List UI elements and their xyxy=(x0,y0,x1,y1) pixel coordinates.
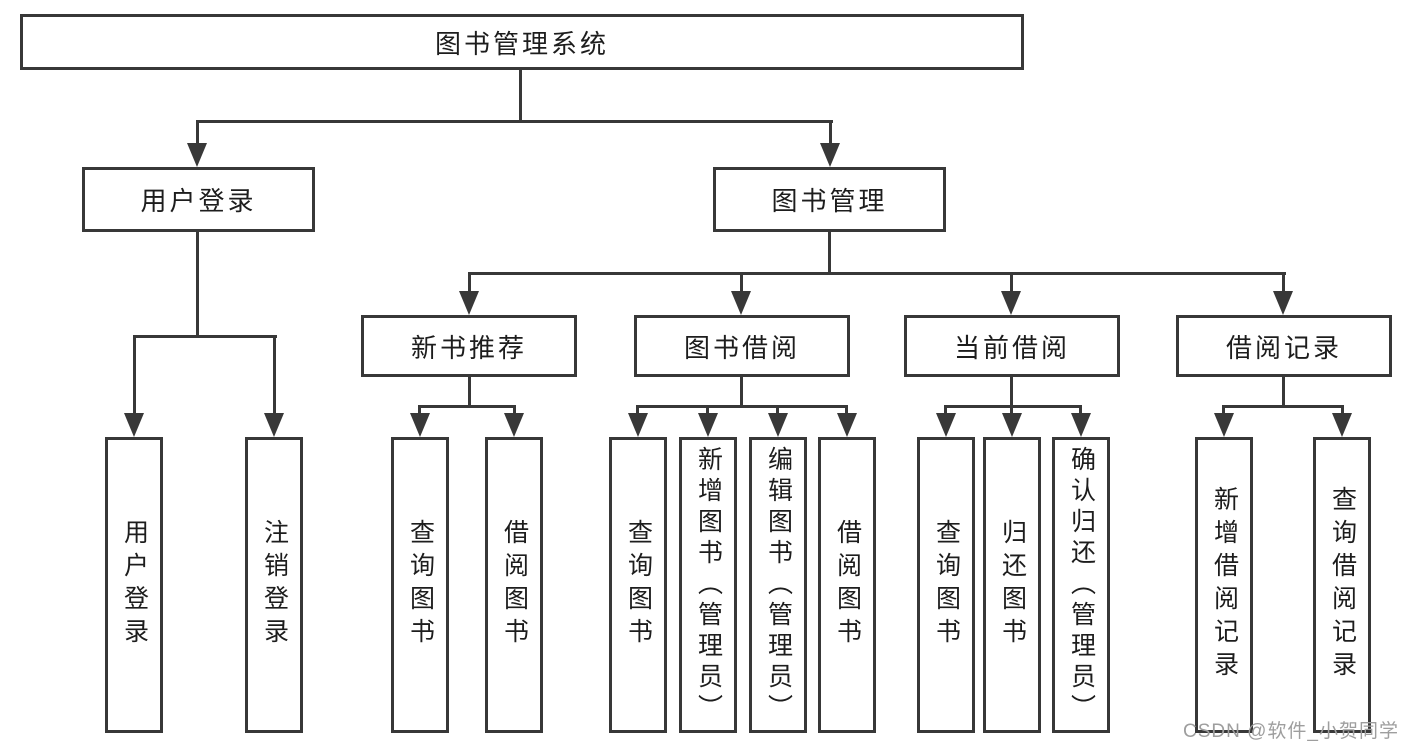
leaf-edit-books-admin: 编辑图书（管理员） xyxy=(749,437,807,733)
arrow-down-icon xyxy=(124,413,144,437)
leaf-confirm-return-admin-label: 确认归还（管理员） xyxy=(1067,445,1096,725)
leaf-query-books-current: 查询图书 xyxy=(917,437,975,733)
node-current-borrow-label: 当前借阅 xyxy=(953,332,1070,363)
node-borrow-records: 借阅记录 xyxy=(1176,315,1392,377)
node-book-management-label: 图书管理 xyxy=(771,186,888,216)
connector-group-drop xyxy=(468,272,471,293)
leaf-add-books-admin-label: 新增图书（管理员） xyxy=(694,445,723,725)
leaf-query-borrow-record-label: 查询借阅记录 xyxy=(1328,486,1357,684)
arrow-down-icon xyxy=(820,143,840,167)
leaf-query-books-current-label: 查询图书 xyxy=(932,519,961,651)
csdn-watermark: CSDN @软件_小贺同学 xyxy=(1183,721,1399,742)
leaf-query-books-borrow-label: 查询图书 xyxy=(624,519,653,651)
connector-group-rail xyxy=(1222,405,1344,408)
connector-user-login-rail xyxy=(133,335,277,338)
leaf-query-books-borrow: 查询图书 xyxy=(609,437,667,733)
leaf-borrow-books-recommend: 借阅图书 xyxy=(485,437,543,733)
arrow-down-icon xyxy=(698,413,718,437)
node-root: 图书管理系统 xyxy=(20,14,1024,70)
arrow-down-icon xyxy=(628,413,648,437)
connector-group-drop xyxy=(1010,272,1013,293)
arrow-down-icon xyxy=(504,413,524,437)
connector-leaf-drop xyxy=(706,405,709,417)
connector-leaf-drop xyxy=(944,405,947,417)
connector-group-drop xyxy=(740,272,743,293)
node-user-login-label: 用户登录 xyxy=(140,186,257,216)
arrow-down-icon xyxy=(1214,413,1234,437)
leaf-borrow-books: 借阅图书 xyxy=(818,437,876,733)
connector-leaf-drop xyxy=(513,405,516,417)
leaf-query-borrow-record: 查询借阅记录 xyxy=(1313,437,1371,733)
leaf-add-borrow-record-label: 新增借阅记录 xyxy=(1210,486,1239,684)
connector-group-drop xyxy=(1282,272,1285,293)
connector-leaf-drop xyxy=(1079,405,1082,417)
node-new-book-recommend: 新书推荐 xyxy=(361,315,577,377)
connector-group-stem xyxy=(1282,377,1285,408)
connector-leaf-drop xyxy=(418,405,421,417)
arrow-down-icon xyxy=(187,143,207,167)
connector-group-stem xyxy=(1010,377,1013,408)
connector-user-login-drop xyxy=(196,120,199,146)
node-current-borrow: 当前借阅 xyxy=(904,315,1120,377)
connector-leaf-drop xyxy=(1341,405,1344,417)
leaf-add-books-admin: 新增图书（管理员） xyxy=(679,437,737,733)
connector-group-stem xyxy=(740,377,743,408)
leaf-query-books-recommend: 查询图书 xyxy=(391,437,449,733)
leaf-return-books-label: 归还图书 xyxy=(998,519,1027,651)
node-book-management: 图书管理 xyxy=(713,167,946,232)
arrow-down-icon xyxy=(1332,413,1352,437)
node-new-book-recommend-label: 新书推荐 xyxy=(410,332,527,363)
leaf-add-borrow-record: 新增借阅记录 xyxy=(1195,437,1253,733)
connector-leaf-drop xyxy=(1222,405,1225,417)
connector-leaf-drop xyxy=(636,405,639,417)
arrow-down-icon xyxy=(1002,413,1022,437)
node-user-login: 用户登录 xyxy=(82,167,315,232)
leaf-confirm-return-admin: 确认归还（管理员） xyxy=(1052,437,1110,733)
connector-level1-rail xyxy=(196,120,833,123)
arrow-down-icon xyxy=(936,413,956,437)
connector-user-login-stem xyxy=(196,232,199,335)
node-book-borrow-label: 图书借阅 xyxy=(683,332,800,363)
connector-level3-rail xyxy=(468,272,1286,275)
leaf-return-books: 归还图书 xyxy=(983,437,1041,733)
connector-group-stem xyxy=(468,377,471,408)
connector-leaf-drop xyxy=(845,405,848,417)
connector-group-rail xyxy=(636,405,848,408)
connector-leaf-drop xyxy=(776,405,779,417)
leaf-query-books-recommend-label: 查询图书 xyxy=(406,519,435,651)
connector-book-mgmt-drop xyxy=(829,120,832,146)
arrow-down-icon xyxy=(1001,291,1021,315)
arrow-down-icon xyxy=(1273,291,1293,315)
leaf-edit-books-admin-label: 编辑图书（管理员） xyxy=(764,445,793,725)
arrow-down-icon xyxy=(459,291,479,315)
arrow-down-icon xyxy=(768,413,788,437)
node-root-label: 图书管理系统 xyxy=(434,28,609,59)
connector-group-rail xyxy=(418,405,516,408)
connector-leaf-drop xyxy=(1010,405,1013,417)
leaf-borrow-books-recommend-label: 借阅图书 xyxy=(500,519,529,651)
node-book-borrow: 图书借阅 xyxy=(634,315,850,377)
connector-root-stem xyxy=(519,69,522,120)
arrow-down-icon xyxy=(837,413,857,437)
connector-book-mgmt-stem xyxy=(828,232,831,272)
arrow-down-icon xyxy=(731,291,751,315)
arrow-down-icon xyxy=(264,413,284,437)
leaf-user-login-label: 用户登录 xyxy=(120,519,149,651)
connector-leaf-drop xyxy=(133,335,136,415)
node-borrow-records-label: 借阅记录 xyxy=(1225,332,1342,363)
connector-leaf-drop xyxy=(273,335,276,415)
connector-group-rail xyxy=(944,405,1082,408)
arrow-down-icon xyxy=(410,413,430,437)
leaf-user-login: 用户登录 xyxy=(105,437,163,733)
leaf-borrow-books-label: 借阅图书 xyxy=(833,519,862,651)
leaf-logout-label: 注销登录 xyxy=(260,519,289,651)
arrow-down-icon xyxy=(1071,413,1091,437)
leaf-logout: 注销登录 xyxy=(245,437,303,733)
